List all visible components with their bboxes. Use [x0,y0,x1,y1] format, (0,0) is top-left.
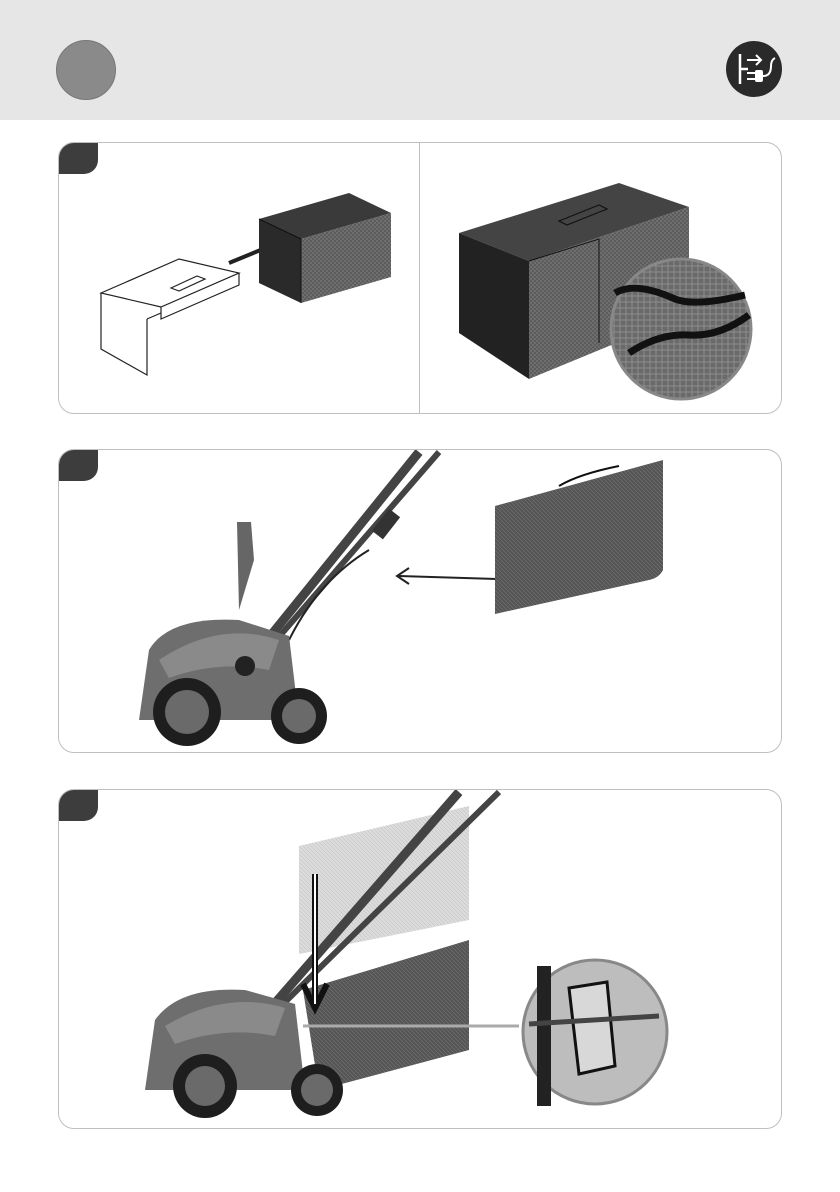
zoom-detail-icon [611,259,751,399]
scarifier-icon [139,452,439,746]
grass-bag-icon [495,460,663,614]
panel-step-1 [58,142,782,414]
header-bar [0,0,840,120]
grass-bag-icon [259,193,391,303]
panel-step-3 [58,789,782,1129]
panel-step-2 [58,449,782,753]
hook-detail-icon [523,960,667,1106]
frame-outline-icon [101,259,239,375]
unplug-icon [725,40,783,98]
step-marker-circle [56,40,116,100]
